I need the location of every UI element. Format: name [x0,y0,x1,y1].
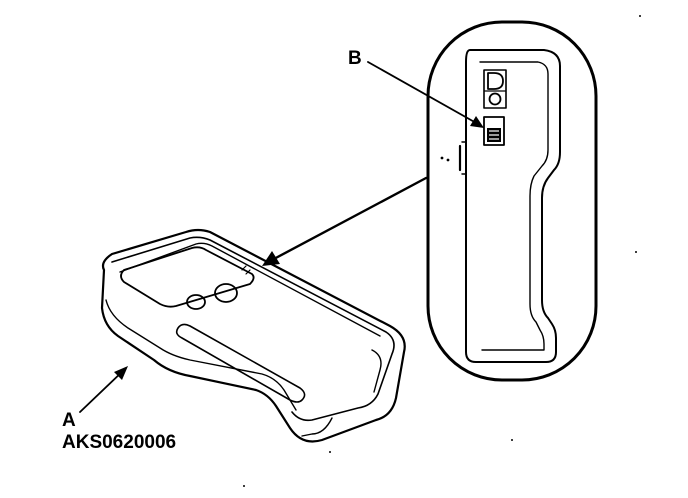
switch-icon [483,116,505,146]
detail-pointer-arrow [262,176,428,266]
scan-speckles [243,15,641,487]
magnified-side-view [426,20,598,382]
battery-compartment-icon [483,69,507,109]
callout-a: A AKS0620006 [62,366,176,453]
callout-a-letter: A [62,410,76,431]
callout-b-letter: B [348,48,362,69]
transmitter-unit-icon [100,228,406,443]
callout-b: B [348,48,484,128]
callout-a-code: AKS0620006 [62,432,176,453]
